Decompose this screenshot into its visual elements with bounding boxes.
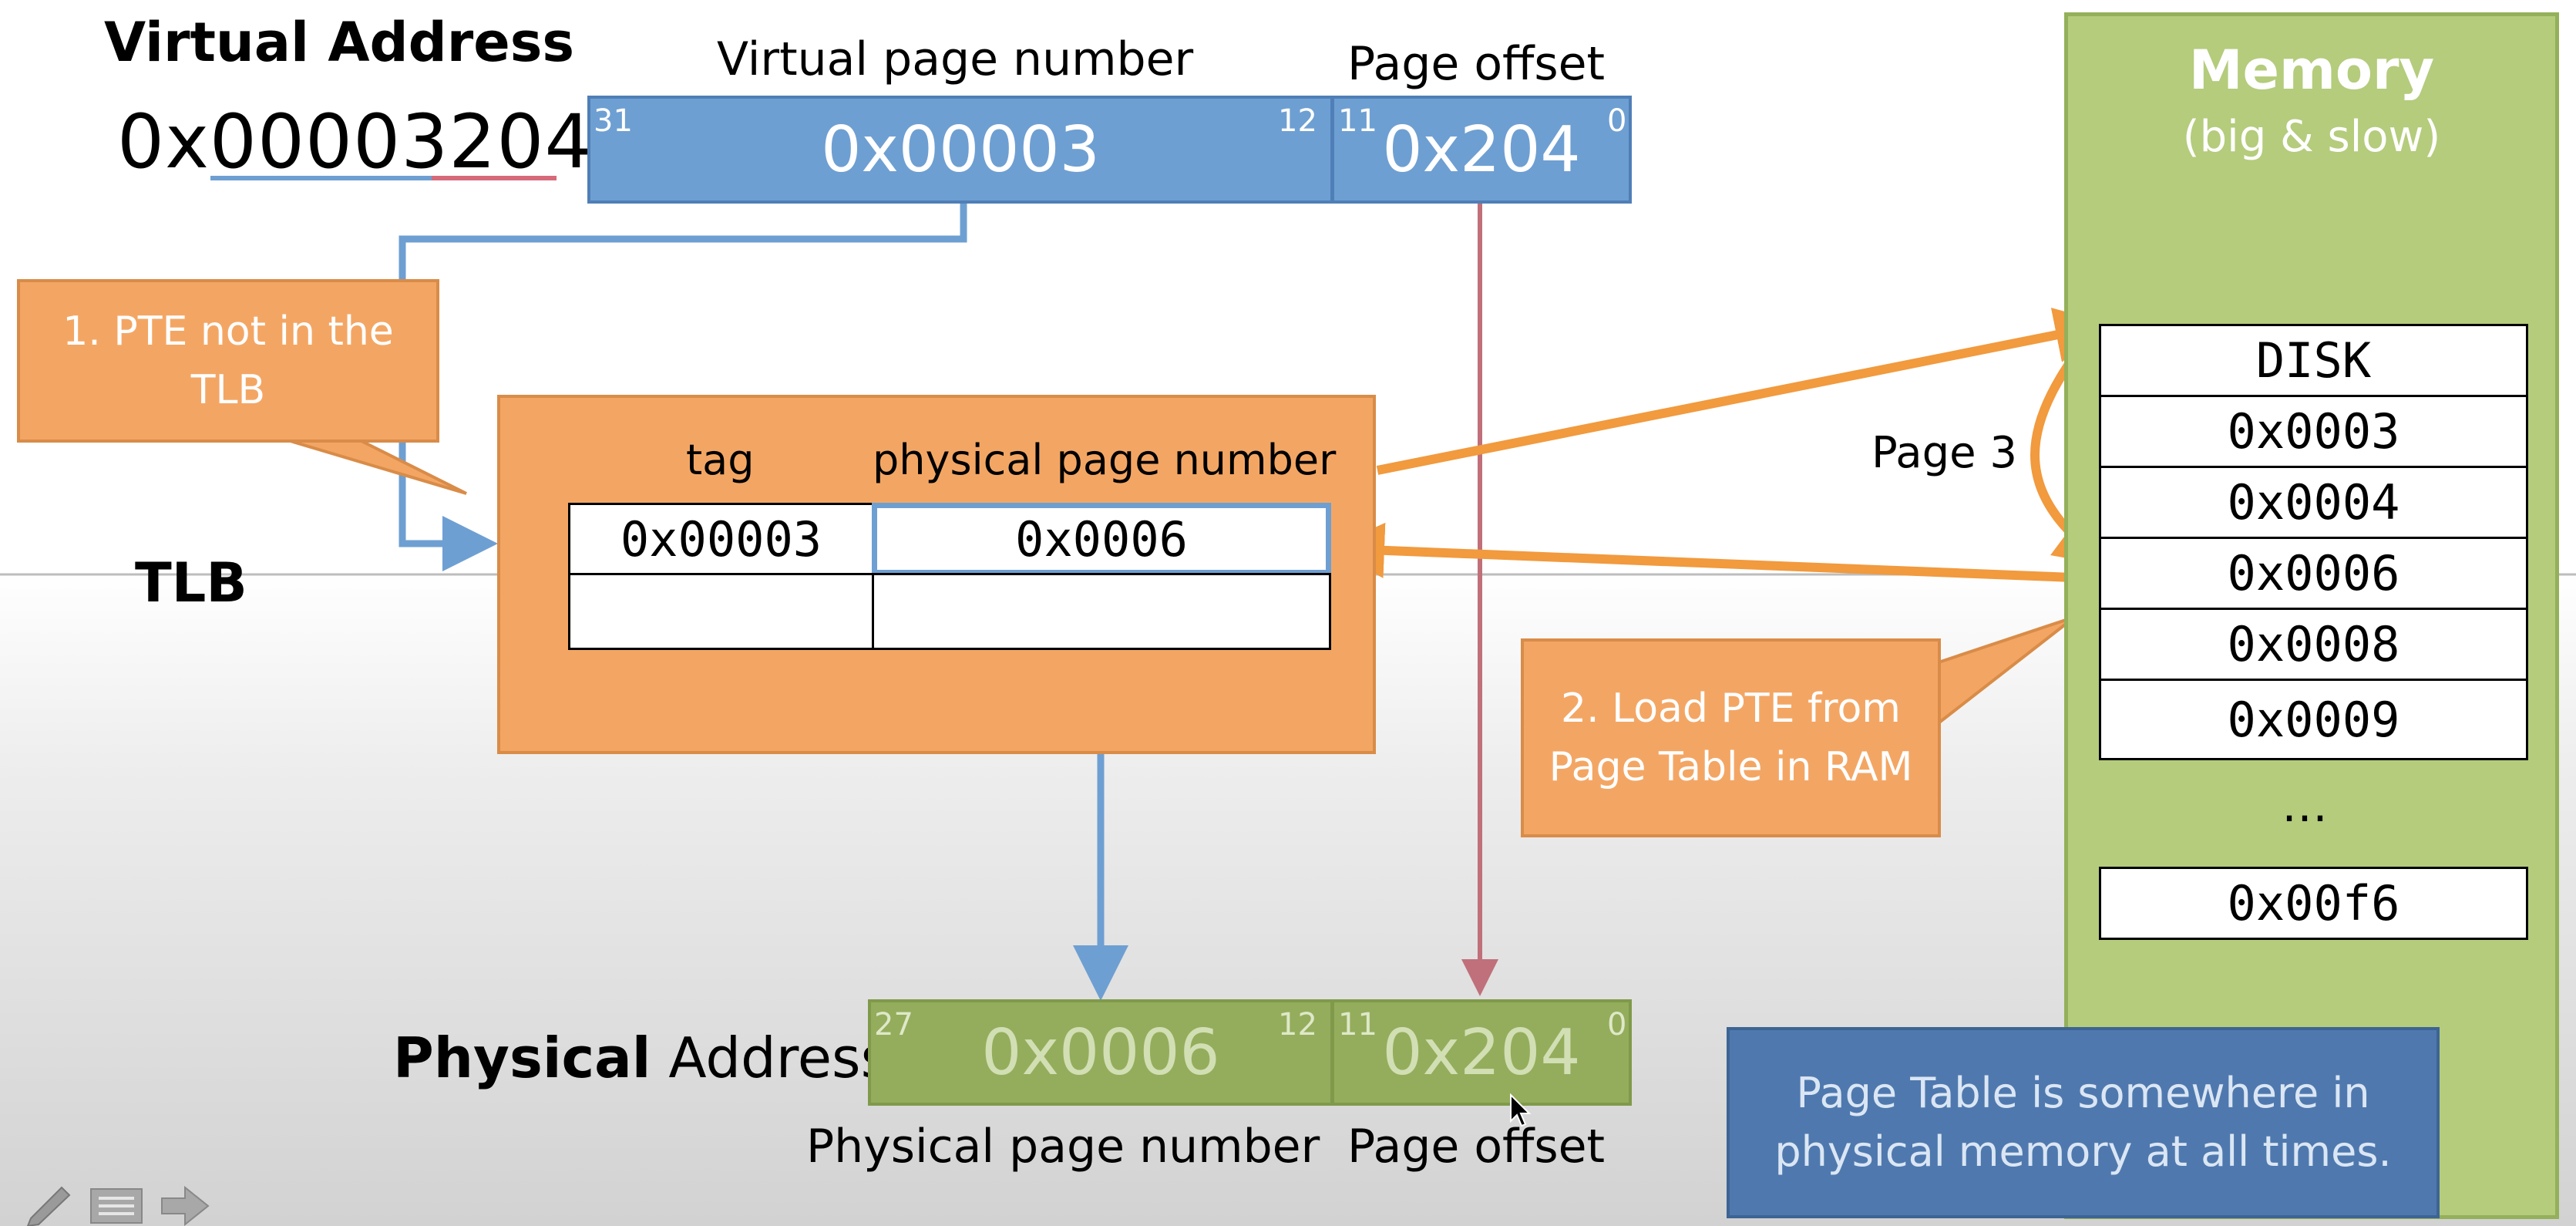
mouse-cursor-icon [1510,1093,1532,1127]
virtual-address-value: 0x00003204 [117,99,593,185]
page-table-note: Page Table is somewhere in physical memo… [1727,1027,2440,1218]
physical-offset-value: 0x204 [1382,1015,1581,1090]
memory-to-tlb-arrow [1329,522,2093,583]
pbit-0: 0 [1607,1007,1627,1042]
page3-label: Page 3 [1871,428,2017,478]
callout1-text: 1. PTE not in the TLB [62,308,394,413]
physical-offset-field: 0x204 [1331,999,1632,1106]
callout-load-pte: 2. Load PTE from Page Table in RAM [1521,638,1941,837]
presentation-toolbar [26,1185,210,1226]
vpn-field: 0x00003 [587,96,1333,204]
page-table-ellipsis: … [2282,779,2328,833]
bit-31: 31 [594,103,633,139]
page-table-entry: DISK [2099,324,2528,397]
physical-address-title-bold: Physical [393,1026,651,1090]
callout2-text: 2. Load PTE from Page Table in RAM [1549,685,1913,790]
physical-address-title: Physical Address [393,1026,889,1090]
virtual-address-title: Virtual Address [104,11,575,74]
page-table-entry: 0x0003 [2099,395,2528,468]
tlb-row2-ppn [872,573,1331,650]
callout1-tail [284,438,467,495]
callout2-tail [1935,615,2077,729]
page-table-entry: 0x0008 [2099,608,2528,681]
offset-field: 0x204 [1331,96,1632,204]
next-slide-arrow-icon[interactable] [161,1185,210,1226]
vpn-to-tlb-arrow [399,202,967,571]
page-table-note-text: Page Table is somewhere in physical memo… [1774,1069,2392,1176]
tlb-row2-tag [568,573,874,650]
tlb-row1-tag: 0x00003 [568,503,874,575]
pen-tool-icon[interactable] [26,1186,71,1226]
physical-address-title-rest: Address [651,1026,890,1090]
pbit-11: 11 [1338,1007,1377,1042]
tlb-row1-ppn: 0x0006 [872,503,1331,575]
vpn-value: 0x00003 [821,113,1100,187]
bit-0: 0 [1607,103,1627,139]
tlb-to-memory-arrow [1376,308,2111,475]
memory-title: Memory [2188,39,2435,102]
pbit-27: 27 [874,1007,913,1042]
physical-offset-label: Page offset [1347,1120,1606,1174]
offset-value: 0x204 [1382,113,1581,187]
bit-11: 11 [1338,103,1377,139]
pbit-12: 12 [1278,1007,1317,1042]
page-offset-label: Page offset [1347,37,1606,91]
vpn-label: Virtual page number [717,32,1194,86]
tlb-ppn-header: physical page number [873,436,1337,484]
page-table-entry: 0x0006 [2099,537,2528,610]
menu-icon[interactable] [90,1188,143,1224]
tlb-tag-header: tag [686,436,755,484]
callout-pte-not-in-tlb: 1. PTE not in the TLB [17,279,439,443]
ppn-field: 0x0006 [868,999,1333,1106]
physical-ppn-value: 0x0006 [981,1015,1220,1090]
page-table-entry: 0x0004 [2099,466,2528,539]
memory-subtitle: (big & slow) [2182,112,2441,162]
page-table-entry: 0x0009 [2099,679,2528,760]
bit-12: 12 [1278,103,1317,139]
physical-ppn-label: Physical page number [806,1120,1320,1174]
tlb-label: TLB [135,551,247,615]
page-table-last-entry: 0x00f6 [2099,867,2528,940]
